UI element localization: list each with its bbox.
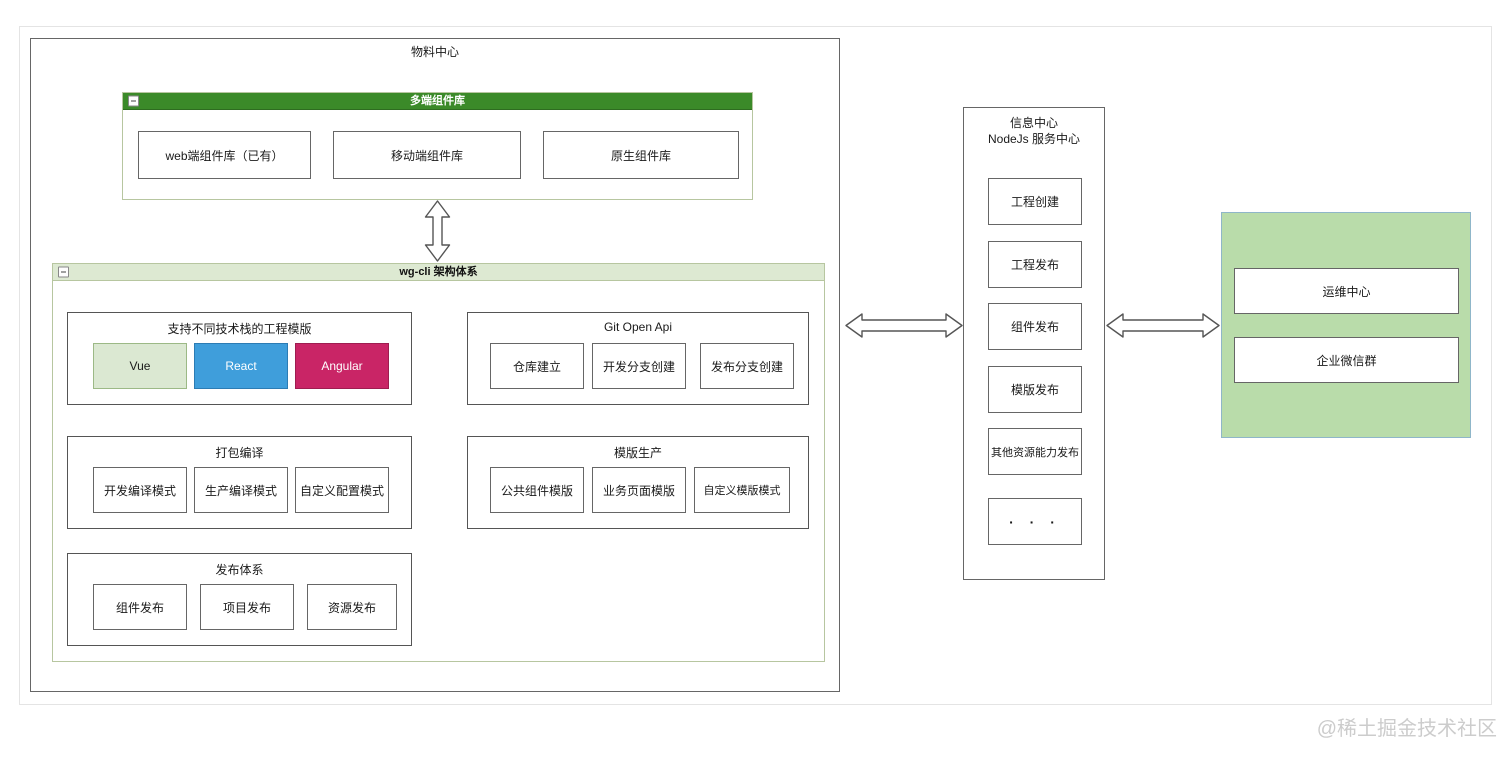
node-label: 运维中心 <box>1322 284 1371 299</box>
node-label: 公共组件模版 <box>500 483 573 498</box>
material-center-title: 物料中心 <box>410 45 459 59</box>
ops-center-box: 运维中心 企业微信群 <box>1221 212 1471 438</box>
collapse-icon[interactable] <box>128 95 139 107</box>
info-center-title-line2: NodeJs 服务中心 <box>987 132 1081 146</box>
node-label: web端组件库（已有） <box>165 148 284 163</box>
business-page-template-node: 业务页面模版 <box>592 467 686 513</box>
double-arrow-left-icon <box>845 313 963 338</box>
template-publish-node: 模版发布 <box>988 366 1082 413</box>
multi-component-library-header: 多端组件库 <box>123 93 752 110</box>
node-label: React <box>225 359 257 373</box>
wg-cli-group: wg-cli 架构体系 支持不同技术栈的工程模版 Vue React Angul… <box>52 263 825 662</box>
section-publish-system: 发布体系 组件发布 项目发布 资源发布 <box>67 553 412 646</box>
node-label: 工程发布 <box>1010 258 1059 272</box>
other-resource-publish-node: 其他资源能力发布 <box>988 428 1082 475</box>
repo-create-node: 仓库建立 <box>490 343 584 389</box>
node-label: 其他资源能力发布 <box>991 446 1079 459</box>
component-publish-node: 组件发布 <box>988 303 1082 350</box>
node-label: 项目发布 <box>222 600 271 615</box>
double-arrow-vertical-icon <box>424 200 451 262</box>
web-component-lib-node: web端组件库（已有） <box>138 131 311 179</box>
section-title: Git Open Api <box>603 320 673 334</box>
multi-component-library-group: 多端组件库 web端组件库（已有） 移动端组件库 原生组件库 <box>122 92 753 200</box>
info-center-title-line1: 信息中心 <box>1009 116 1058 130</box>
dev-branch-node: 开发分支创建 <box>592 343 686 389</box>
project-publish-node: 项目发布 <box>200 584 294 630</box>
node-label: 开发编译模式 <box>103 483 176 498</box>
node-label: 开发分支创建 <box>602 359 675 374</box>
node-label: Vue <box>129 359 151 373</box>
dev-compile-node: 开发编译模式 <box>93 467 187 513</box>
double-arrow-right-icon <box>1106 313 1220 338</box>
wechat-group-node: 企业微信群 <box>1234 337 1459 383</box>
node-label: 业务页面模版 <box>602 483 675 498</box>
node-label: 模版发布 <box>1010 383 1059 397</box>
section-title: 支持不同技术栈的工程模版 <box>167 322 312 336</box>
section-tech-templates: 支持不同技术栈的工程模版 Vue React Angular <box>67 312 412 405</box>
node-label: 组件发布 <box>115 600 164 615</box>
prod-compile-node: 生产编译模式 <box>194 467 288 513</box>
ops-center-node: 运维中心 <box>1234 268 1459 314</box>
react-node: React <box>194 343 288 389</box>
node-label: 企业微信群 <box>1316 353 1377 368</box>
section-title: 模版生产 <box>613 446 662 460</box>
vue-node: Vue <box>93 343 187 389</box>
outer-frame <box>19 26 1492 705</box>
section-title: 发布体系 <box>215 563 264 577</box>
section-title: 打包编译 <box>215 446 264 460</box>
info-center-box: 信息中心 NodeJs 服务中心 工程创建 工程发布 组件发布 模版发布 其他资… <box>963 107 1105 580</box>
node-label: 生产编译模式 <box>204 483 277 498</box>
watermark: @稀土掘金技术社区 <box>1316 718 1497 740</box>
wg-cli-title: wg-cli 架构体系 <box>399 266 478 278</box>
release-branch-node: 发布分支创建 <box>700 343 794 389</box>
node-label: Angular <box>321 359 363 373</box>
collapse-icon[interactable] <box>58 266 69 278</box>
section-template-production: 模版生产 公共组件模版 业务页面模版 自定义模版模式 <box>467 436 809 529</box>
ellipsis-node: · · · <box>988 498 1082 545</box>
node-label: 仓库建立 <box>512 359 561 374</box>
node-label: 组件发布 <box>1010 320 1059 334</box>
node-label: 原生组件库 <box>610 148 671 163</box>
section-git-open-api: Git Open Api 仓库建立 开发分支创建 发布分支创建 <box>467 312 809 405</box>
project-publish-node: 工程发布 <box>988 241 1082 288</box>
resource-publish-node: 资源发布 <box>307 584 397 630</box>
custom-config-node: 自定义配置模式 <box>295 467 389 513</box>
node-label: 资源发布 <box>327 600 376 615</box>
native-component-lib-node: 原生组件库 <box>543 131 739 179</box>
common-component-template-node: 公共组件模版 <box>490 467 584 513</box>
node-label: 工程创建 <box>1010 195 1059 209</box>
project-create-node: 工程创建 <box>988 178 1082 225</box>
node-label: 自定义配置模式 <box>299 483 384 498</box>
custom-template-node: 自定义模版模式 <box>694 467 790 513</box>
ellipsis-label: · · · <box>1009 513 1061 530</box>
wg-cli-header: wg-cli 架构体系 <box>53 264 824 281</box>
node-label: 发布分支创建 <box>710 359 783 374</box>
mobile-component-lib-node: 移动端组件库 <box>333 131 521 179</box>
section-build-compile: 打包编译 开发编译模式 生产编译模式 自定义配置模式 <box>67 436 412 529</box>
info-center-title: 信息中心 NodeJs 服务中心 <box>964 108 1104 147</box>
multi-component-library-title: 多端组件库 <box>410 95 465 107</box>
angular-node: Angular <box>295 343 389 389</box>
node-label: 自定义模版模式 <box>703 485 781 497</box>
node-label: 移动端组件库 <box>390 148 463 163</box>
component-publish-node: 组件发布 <box>93 584 187 630</box>
